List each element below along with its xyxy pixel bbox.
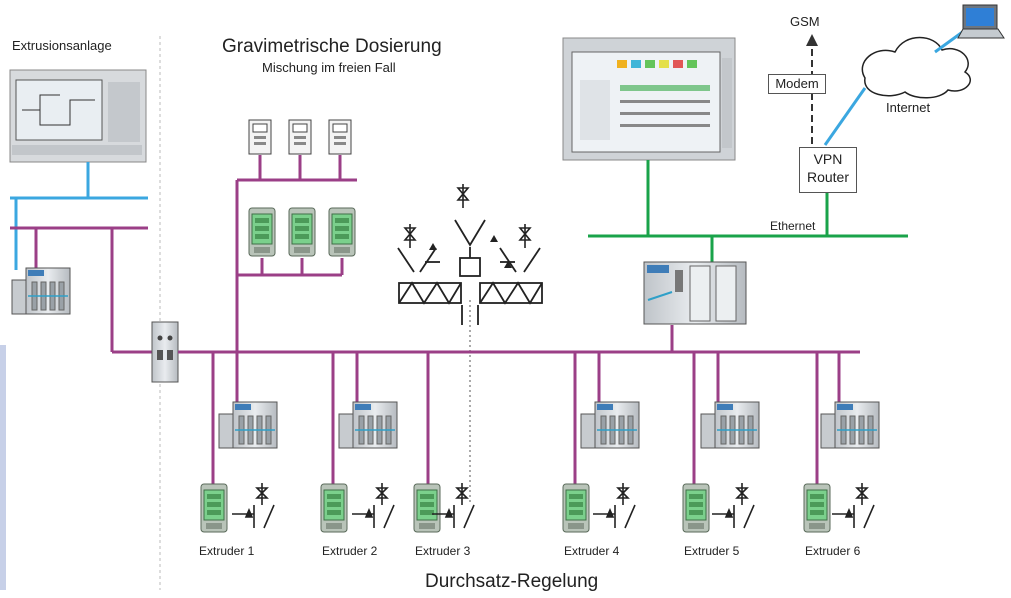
extruder-display-1 xyxy=(200,483,228,533)
extruder-display-5 xyxy=(682,483,710,533)
gsm-label: GSM xyxy=(790,14,820,29)
lan-left xyxy=(10,162,148,270)
footer-label: Durchsatz-Regelung xyxy=(425,571,599,592)
vpn-router-box: VPN Router xyxy=(799,147,857,193)
ethernet-label: Ethernet xyxy=(770,219,816,233)
touch-panel-center xyxy=(562,37,736,161)
arrow-mark xyxy=(429,243,437,250)
repeater-module xyxy=(151,321,179,383)
modem-box: Modem xyxy=(768,74,826,94)
extruder-display-4 xyxy=(562,483,590,533)
diagram-subtitle: Mischung im freien Fall xyxy=(262,60,396,75)
extruder-valve-2 xyxy=(352,483,395,529)
plc-left xyxy=(11,267,71,315)
extruder-valve-3 xyxy=(432,483,475,529)
extruder-label-4: Extruder 4 xyxy=(564,544,620,558)
arrow-mark xyxy=(504,261,512,268)
plc-extruder-6 xyxy=(820,401,880,449)
internet-label: Internet xyxy=(886,100,931,115)
router-label: Router xyxy=(806,169,850,185)
diagram-title: Gravimetrische Dosierung xyxy=(222,36,442,57)
extruder-label-5: Extruder 5 xyxy=(684,544,740,558)
lan-router-cloud xyxy=(823,87,867,146)
extruder-label-1: Extruder 1 xyxy=(199,544,255,558)
plc-extruder-4 xyxy=(580,401,640,449)
keypad-2 xyxy=(288,119,312,155)
plc-center xyxy=(643,261,747,325)
weigh-display-3 xyxy=(328,207,356,257)
vpn-label: VPN xyxy=(813,151,843,167)
keypad-1 xyxy=(248,119,272,155)
extruder-valve-5 xyxy=(712,483,755,529)
extruder-switches xyxy=(232,483,875,529)
industrial-ethernet xyxy=(588,160,908,262)
laptop-icon xyxy=(957,4,1005,39)
extruder-valve-4 xyxy=(593,483,636,529)
extruder-valve-1 xyxy=(232,483,275,529)
weigh-display-1 xyxy=(248,207,276,257)
extruder-valve-6 xyxy=(832,483,875,529)
extruder-display-2 xyxy=(320,483,348,533)
profibus-left xyxy=(10,226,155,354)
extruder-display-6 xyxy=(803,483,831,533)
plc-extruder-5 xyxy=(700,401,760,449)
side-strip xyxy=(0,345,6,590)
extruder-display-3 xyxy=(413,483,441,533)
panel-hmi-left xyxy=(9,69,147,163)
feeder-schematic xyxy=(397,183,543,325)
modem-link xyxy=(806,34,818,145)
weigh-display-2 xyxy=(288,207,316,257)
extruder-label-3: Extruder 3 xyxy=(415,544,471,558)
extruder-label-2: Extruder 2 xyxy=(322,544,378,558)
internet-cloud xyxy=(861,36,971,99)
plant-label: Extrusionsanlage xyxy=(12,38,112,53)
plc-extruder-1 xyxy=(218,401,278,449)
extruder-label-6: Extruder 6 xyxy=(805,544,861,558)
keypad-3 xyxy=(328,119,352,155)
arrow-mark xyxy=(490,235,498,242)
profibus-main xyxy=(178,155,860,486)
plc-extruder-2 xyxy=(338,401,398,449)
